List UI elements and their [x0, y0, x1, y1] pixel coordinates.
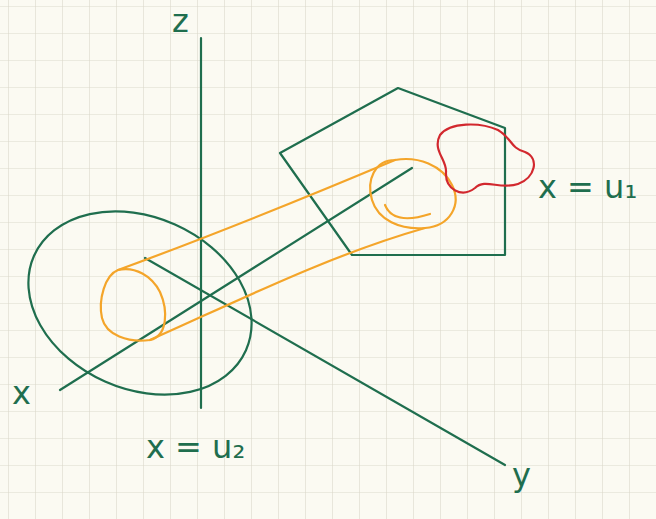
plane-label: x = u₁ — [538, 170, 637, 205]
x-axis — [60, 168, 412, 390]
plane-pentagon — [280, 88, 505, 255]
red-region — [438, 125, 534, 193]
plane-label: x = u₂ — [146, 430, 245, 465]
tube-inner — [385, 205, 430, 218]
z-axis — [200, 38, 202, 408]
axis-label: z — [172, 4, 189, 39]
y-axis — [145, 258, 505, 465]
tube — [101, 159, 456, 341]
axis-label: x — [12, 376, 31, 411]
tube-end-right — [370, 159, 455, 228]
plane-ellipse — [0, 177, 281, 428]
tube-bottom — [150, 228, 425, 340]
tube-end-left — [101, 269, 165, 341]
axis-label: y — [512, 458, 531, 493]
tube-top — [118, 160, 395, 270]
